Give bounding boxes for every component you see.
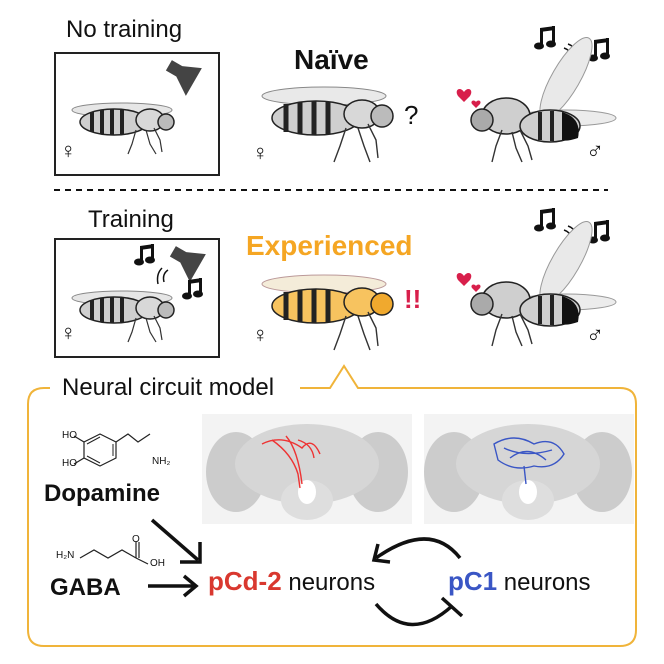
experienced-label: Experienced <box>246 230 413 261</box>
pcd2-name: pCd-2 <box>208 566 282 596</box>
fly-female-experienced <box>261 274 394 351</box>
speaker-icon <box>165 60 202 96</box>
female-symbol-box-bottom: ♀ <box>60 320 77 345</box>
heart-icon-bottom <box>456 273 481 292</box>
gaba-h2n: H₂N <box>56 550 75 561</box>
male-symbol-bottom: ♂ <box>586 322 604 349</box>
fly-female-naive <box>261 86 394 163</box>
naive-label: Naïve <box>294 44 369 75</box>
fly-male-bottom <box>470 221 617 347</box>
separator-line <box>54 189 608 191</box>
exclaim-marks: !! <box>404 284 422 314</box>
dopamine-label: Dopamine <box>44 480 161 507</box>
female-symbol-box-top: ♀ <box>60 138 77 163</box>
gaba-o: O <box>132 534 140 545</box>
fly-female-training-box <box>71 290 175 343</box>
brain-image-pcd2 <box>202 414 412 524</box>
pc1-suffix: neurons <box>497 569 591 596</box>
no-training-label: No training <box>66 16 183 43</box>
pcd2-suffix: neurons <box>281 569 376 596</box>
speaker-icon-playing <box>134 244 206 300</box>
model-title: Neural circuit model <box>58 374 279 402</box>
gaba-label: GABA <box>50 574 121 601</box>
female-symbol-experienced: ♀ <box>252 322 269 347</box>
female-symbol-naive: ♀ <box>252 140 269 165</box>
fly-female-trained-box-top <box>71 102 175 155</box>
dopamine-ho-1: HO <box>62 430 77 441</box>
pc1-name: pC1 <box>448 566 498 596</box>
pc1-neurons-label: pC1 neurons <box>448 566 591 597</box>
heart-icon-top <box>456 89 481 108</box>
dopamine-structure <box>73 433 151 467</box>
male-symbol-top: ♂ <box>586 138 604 165</box>
dopamine-ho-2: HO <box>62 458 77 469</box>
gaba-oh: OH <box>150 558 165 569</box>
question-mark: ? <box>404 100 419 130</box>
gaba-structure <box>79 542 149 565</box>
brain-image-pc1 <box>424 414 634 524</box>
fly-male-top <box>470 37 617 163</box>
dopamine-nh2: NH₂ <box>152 456 171 467</box>
pcd2-neurons-label: pCd-2 neurons <box>208 566 375 597</box>
training-label: Training <box>88 206 174 233</box>
